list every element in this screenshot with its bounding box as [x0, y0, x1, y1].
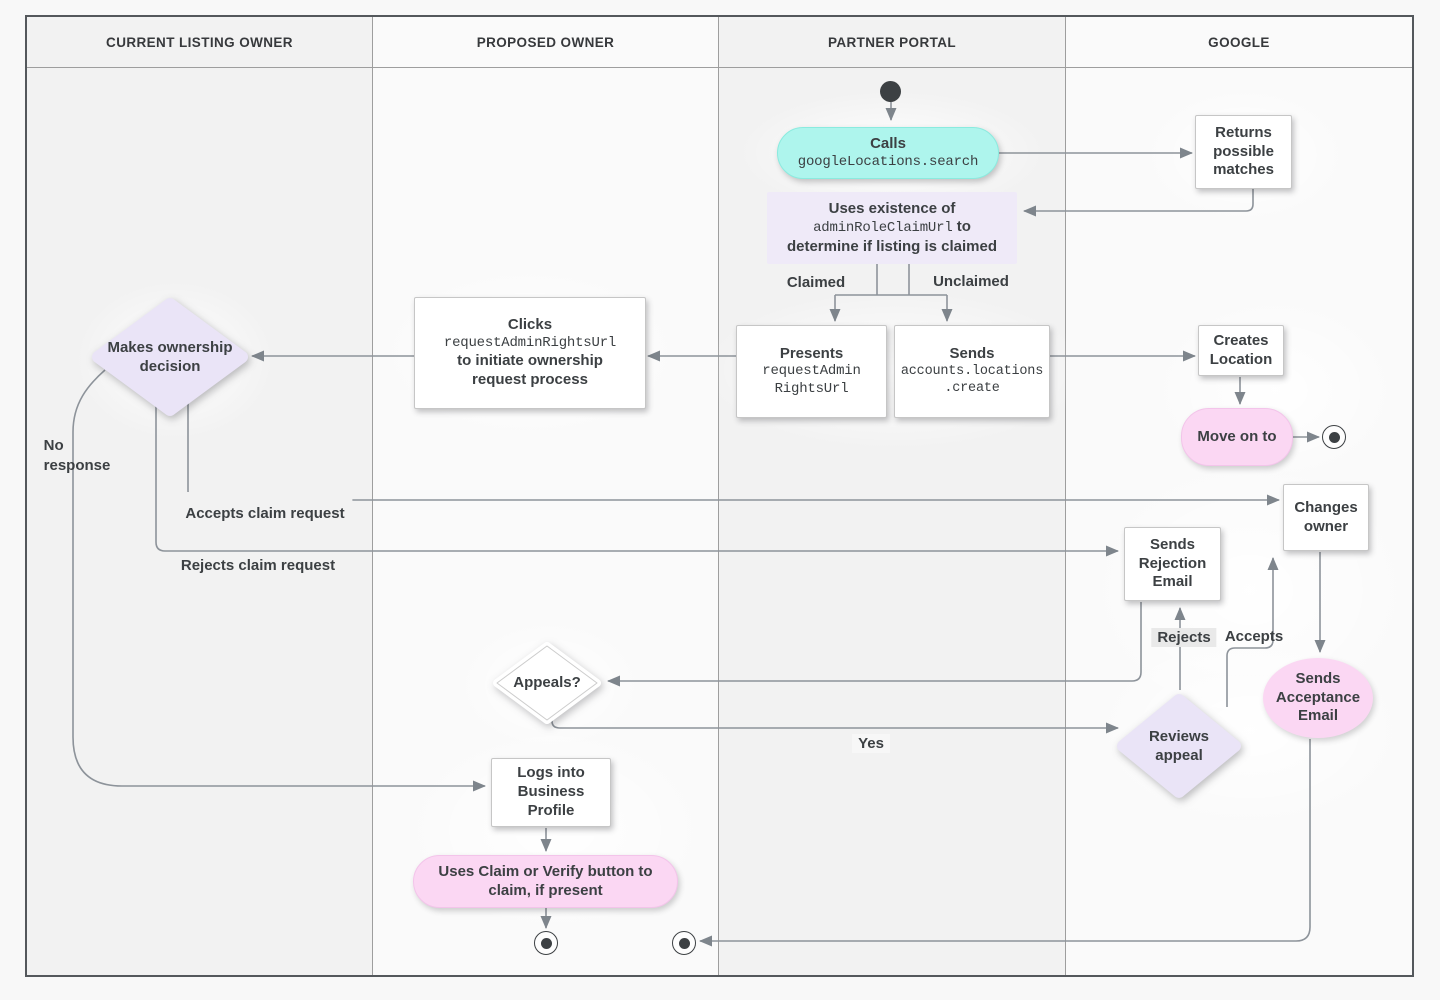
lane-header-current-listing-owner: CURRENT LISTING OWNER: [27, 17, 372, 68]
node-creates-location: Creates Location: [1198, 325, 1284, 376]
edge-no-response: [72, 369, 486, 792]
edge-rejects-claim: [155, 406, 1119, 557]
edge-rejection-to-appeals: [607, 602, 1142, 687]
edge-label-unclaimed: Unclaimed: [933, 273, 1009, 290]
end-node-proposed-owner: [534, 931, 558, 955]
edge-label-rejects-claim: Rejects claim request: [180, 557, 336, 574]
lane-header-partner-portal: PARTNER PORTAL: [719, 17, 1065, 68]
edge-appeals-yes-to-reviews: [551, 716, 1119, 734]
node-sends-acceptance-email: Sends Acceptance Email: [1263, 658, 1373, 738]
node-claim-detection-note: Uses existence of adminRoleClaimUrl to d…: [767, 192, 1017, 264]
edge-label-accepts-claim: Accepts claim request: [177, 492, 353, 525]
lane-header-google: GOOGLE: [1066, 17, 1412, 68]
node-appeals-decision: Appeals?: [491, 640, 603, 726]
lane-header-proposed-owner: PROPOSED OWNER: [373, 17, 718, 68]
node-makes-ownership-decision: Makes ownership decision: [90, 296, 250, 418]
node-clicks-requestadminrightsurl: Clicks requestAdminRightsUrl to initiate…: [414, 297, 646, 409]
edge-accepts-claim: [187, 398, 1280, 506]
reviews-diamond-shape: [1117, 694, 1241, 798]
node-presents-requestadminrightsurl: Presents requestAdmin RightsUrl: [736, 325, 887, 418]
start-node: [880, 81, 901, 102]
end-node-google: [1322, 425, 1346, 449]
edge-acceptance-to-end: [699, 739, 1311, 947]
node-changes-owner: Changes owner: [1283, 484, 1369, 551]
edge-label-yes: Yes: [852, 734, 890, 753]
node-sends-rejection-email: Sends Rejection Email: [1124, 527, 1221, 601]
edge-label-no-response: No response: [43, 437, 111, 474]
node-reviews-appeal: Reviews appeal: [1115, 692, 1243, 800]
edge-label-rejects: Rejects: [1151, 628, 1217, 647]
node-sends-accounts-locations-create: Sends accounts.locations .create: [894, 325, 1050, 418]
node-logs-into-business-profile: Logs into Business Profile: [491, 758, 611, 827]
node-returns-possible-matches: Returns possible matches: [1195, 115, 1292, 189]
edge-returns-to-note: [1023, 189, 1254, 217]
appeals-diamond-shape: [493, 642, 601, 724]
end-node-partner-portal: [672, 931, 696, 955]
node-calls-googlelocations-search: Calls googleLocations.search: [777, 127, 999, 179]
decision-diamond-shape: [92, 298, 248, 416]
edge-reviews-accepts: [1226, 557, 1279, 707]
node-uses-claim-or-verify: Uses Claim or Verify button to claim, if…: [413, 855, 678, 908]
node-move-on-to: Move on to: [1181, 408, 1293, 466]
edge-label-accepts: Accepts: [1224, 628, 1284, 645]
edge-label-claimed: Claimed: [786, 274, 846, 291]
